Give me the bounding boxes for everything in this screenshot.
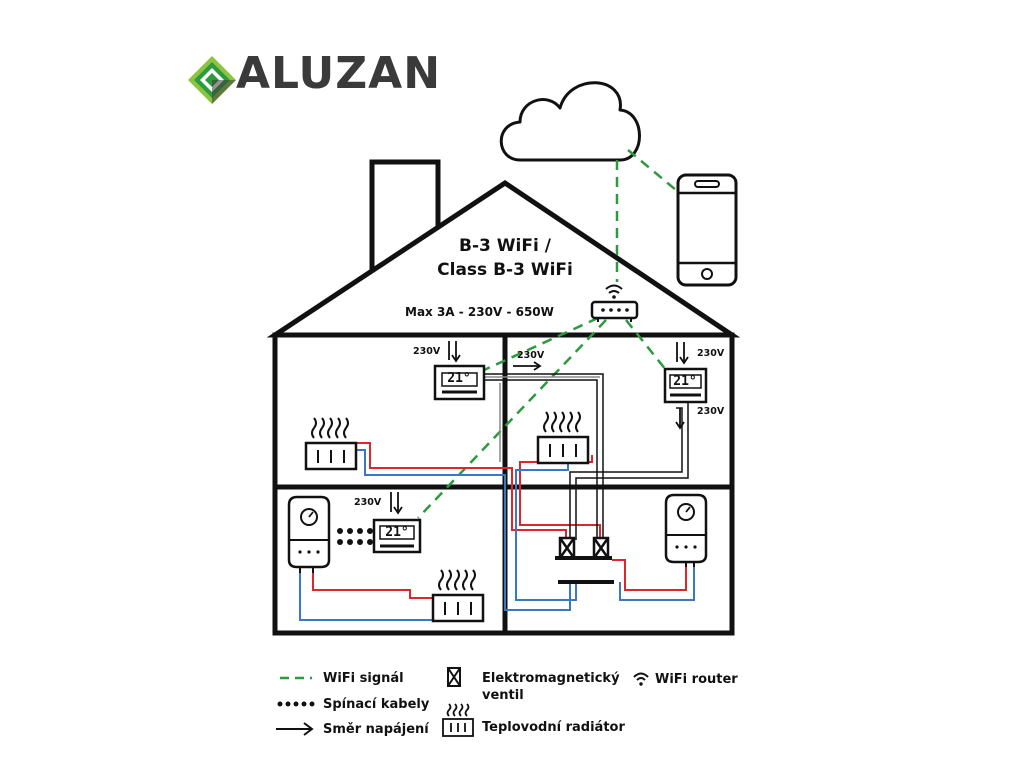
voltage-label: 230V [517,350,545,361]
spec-label: Max 3A - 230V - 650W [405,305,554,319]
aluzan-logo-icon [188,56,236,104]
smartphone-icon [676,173,738,287]
legend-arrow-icon [276,722,314,736]
cloud-icon [499,81,641,162]
voltage-label: 230V [354,497,382,508]
legend-switch-cable-icon [277,701,315,707]
house-outline [266,159,741,636]
legend-valve-icon [447,667,461,687]
legend-em-valve-label: Elektromagnetický ventil [482,670,620,704]
hot-pipes [312,442,687,599]
boiler-right [664,493,708,567]
radiator-left-bottom [431,569,485,623]
boiler-left [287,495,331,573]
wifi-router-icon [590,284,639,322]
voltage-label: 230V [697,348,725,359]
brand-name: ALUZAN [236,48,442,99]
cold-pipes [299,449,695,621]
legend-power-direction-label: Směr napájení [323,722,429,737]
thermostat-bottom-left [372,518,422,554]
radiator-center [536,411,590,465]
legend-em-valve-line2: ventil [482,688,524,703]
thermostat-top-left [433,364,486,401]
power-arrows [390,341,689,515]
product-title: B-3 WiFi / Class B-3 WiFi [400,234,610,282]
legend-router-icon [633,672,649,686]
legend-radiator-label: Teplovodní radiátor [482,720,625,735]
radiator-left-top [304,417,358,471]
legend-radiator-icon [442,703,474,737]
product-title-line1: B-3 WiFi / [459,236,551,256]
manifold [555,536,614,584]
voltage-label: 230V [413,346,441,357]
legend-wifi-signal-label: WiFi signál [323,671,404,686]
product-title-line2: Class B-3 WiFi [437,260,573,280]
thermostat-temp: 21° [447,371,471,386]
legend-switch-cables-label: Spínací kabely [323,697,430,712]
dotted-cable [337,528,373,545]
thermostat-top-right [663,367,708,404]
legend-em-valve-line1: Elektromagnetický [482,671,620,686]
voltage-label: 230V [697,406,725,417]
thermostat-temp: 21° [673,374,697,389]
wifi-signal-lines [417,149,677,519]
legend-wifi-router-label: WiFi router [655,672,738,687]
thermostat-temp: 21° [385,525,409,540]
